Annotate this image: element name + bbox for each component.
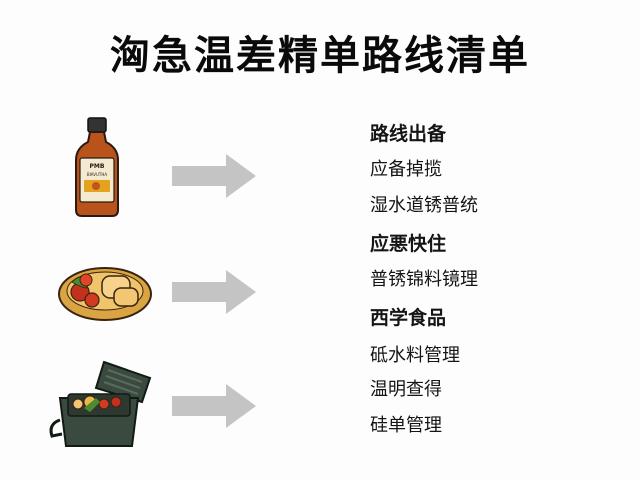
lunch-box-icon: [49, 360, 152, 447]
section-heading: 西学食品: [370, 307, 447, 329]
food-plate-illustration: [56, 258, 154, 324]
arrow-right-icon: [172, 154, 256, 198]
list-item: 砥水料管理: [370, 345, 460, 366]
bottle-label-line-1: PMB: [90, 163, 105, 170]
section-heading: 路线出备: [370, 123, 447, 145]
section-heading: 应悪快住: [370, 233, 447, 255]
list-item: 温明查得: [370, 379, 442, 400]
list-item: 普锈锦料镜理: [370, 269, 478, 290]
arrow-right-icon: [172, 384, 256, 428]
oil-bottle-icon: PMB BIAVUTHA: [75, 117, 119, 217]
lunch-box-illustration: [46, 358, 156, 450]
bottle-label-line-2: BIAVUTHA: [87, 172, 108, 177]
arrow-right-icon: [172, 270, 256, 314]
list-item: 硅单管理: [370, 415, 442, 436]
page-title: 洶急温差精单路线清单: [110, 33, 530, 79]
oil-bottle-illustration: PMB BIAVUTHA: [72, 116, 122, 218]
list-item: 应备掉揽: [370, 159, 442, 180]
list-item: 湿水道锈普统: [370, 195, 478, 216]
food-plate-icon: [58, 267, 152, 321]
